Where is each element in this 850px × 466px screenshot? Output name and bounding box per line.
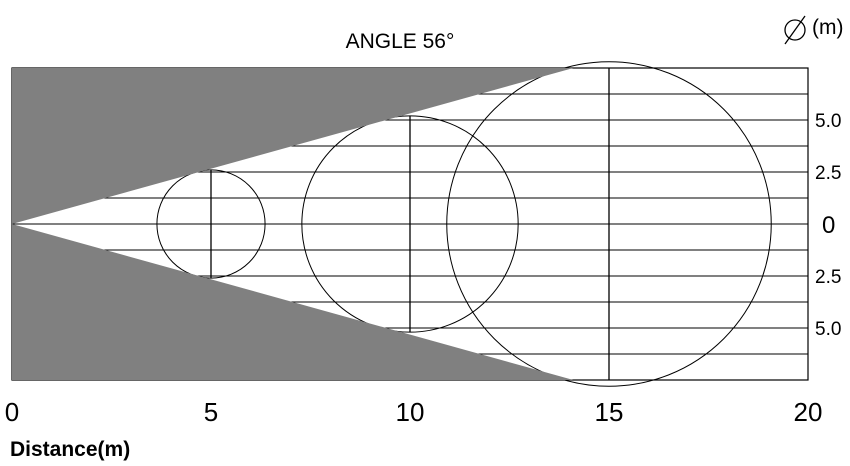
distance-lines bbox=[210, 68, 610, 380]
diameter-unit-label: (m) bbox=[812, 16, 843, 39]
x-tick-label: 5 bbox=[204, 397, 218, 427]
x-axis-label: Distance(m) bbox=[10, 438, 130, 461]
x-tick-label: 0 bbox=[5, 397, 19, 427]
shadow-bottom bbox=[12, 224, 574, 380]
x-tick-label: 20 bbox=[794, 397, 823, 427]
x-tick-label: 10 bbox=[396, 397, 425, 427]
y-tick-label: 0 bbox=[822, 212, 835, 239]
x-tick-labels: 0 5 10 15 20 bbox=[5, 397, 823, 427]
shadow-top bbox=[12, 68, 574, 224]
chart-title: ANGLE 56° bbox=[346, 30, 455, 53]
x-tick-label: 15 bbox=[595, 397, 624, 427]
spot-circle bbox=[446, 61, 772, 387]
y-tick-labels: 5.0 2.5 0 2.5 5.0 bbox=[815, 111, 841, 340]
y-tick-label: 5.0 bbox=[815, 319, 841, 340]
diameter-icon bbox=[784, 15, 806, 45]
y-tick-label: 5.0 bbox=[815, 111, 841, 132]
y-tick-label: 2.5 bbox=[815, 163, 841, 184]
y-tick-label: 2.5 bbox=[815, 267, 841, 288]
